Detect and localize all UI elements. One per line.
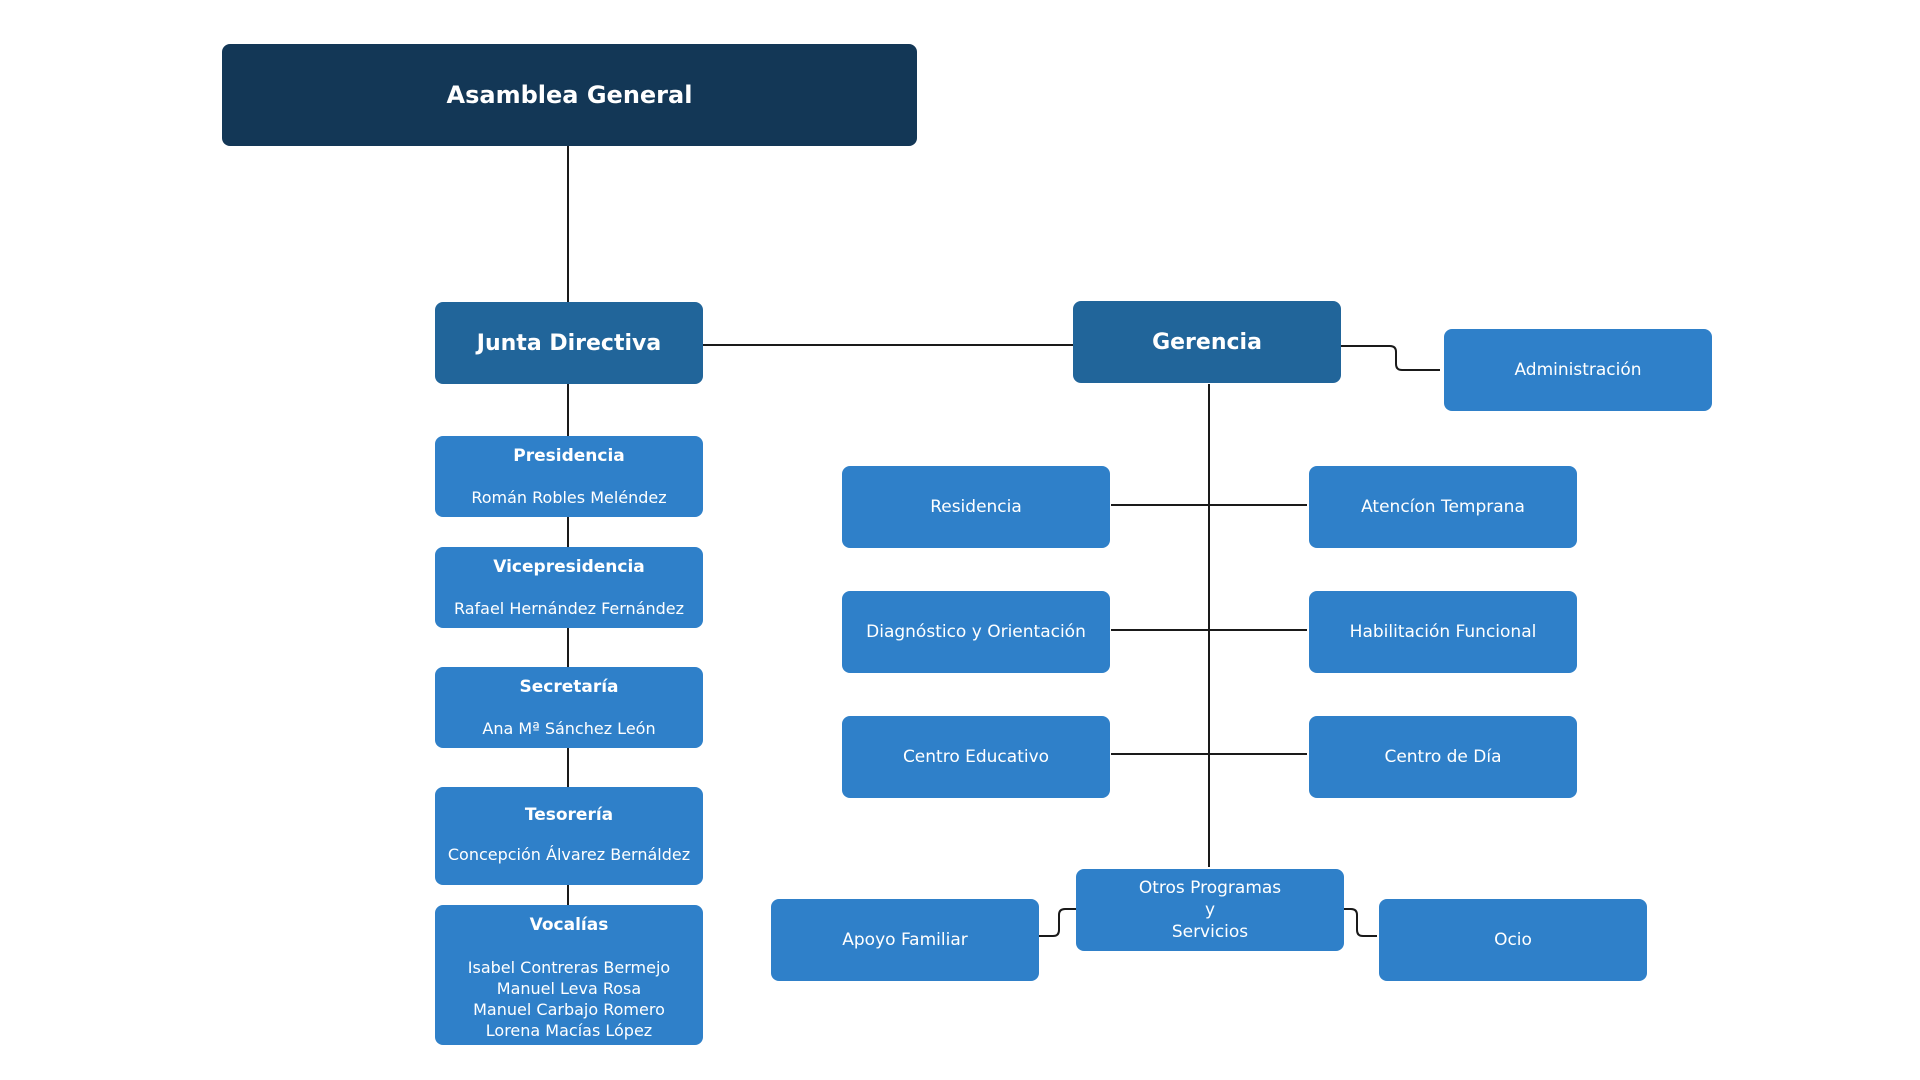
junta-directiva-title: Junta Directiva — [476, 330, 662, 356]
secretaria-name: Ana Mª Sánchez León — [482, 719, 656, 738]
presidencia-box: Presidencia Román Robles Meléndez — [435, 436, 703, 517]
administracion-label: Administración — [1514, 360, 1642, 380]
habilitacion-box: Habilitación Funcional — [1309, 591, 1577, 673]
diagnostico-box: Diagnóstico y Orientación — [842, 591, 1110, 673]
administracion-box: Administración — [1444, 329, 1712, 411]
vocal-name: Manuel Carbajo Romero — [473, 1000, 665, 1019]
connector-otros-apoyo — [1037, 908, 1077, 937]
atencion-temprana-box: Atencíon Temprana — [1309, 466, 1577, 548]
tesoreria-name: Concepción Álvarez Bernáldez — [447, 845, 691, 864]
tesoreria-role: Tesorería — [524, 805, 614, 825]
centro-educativo-box: Centro Educativo — [842, 716, 1110, 798]
centro-dia-box: Centro de Día — [1309, 716, 1577, 798]
centro-educativo-label: Centro Educativo — [902, 747, 1050, 767]
presidencia-name: Román Robles Meléndez — [471, 488, 667, 507]
otros-programas-label: Otros Programas y Servicios — [1139, 877, 1281, 943]
otros-programas-box: Otros Programas y Servicios — [1076, 869, 1344, 951]
gerencia-title: Gerencia — [1152, 329, 1262, 355]
vicepresidencia-role: Vicepresidencia — [493, 557, 645, 577]
asamblea-general-box: Asamblea General — [222, 44, 917, 146]
centro-dia-label: Centro de Día — [1384, 747, 1502, 767]
otros-line: Servicios — [1171, 922, 1249, 942]
vicepresidencia-name: Rafael Hernández Fernández — [453, 599, 685, 618]
secretaria-box: Secretaría Ana Mª Sánchez León — [435, 667, 703, 748]
secretaria-role: Secretaría — [519, 677, 619, 697]
vocalias-role: Vocalías — [529, 915, 609, 935]
habilitacion-label: Habilitación Funcional — [1349, 622, 1537, 642]
vocal-name: Lorena Macías López — [485, 1021, 653, 1040]
apoyo-familiar-box: Apoyo Familiar — [771, 899, 1039, 981]
presidencia-role: Presidencia — [513, 446, 625, 466]
connector-otros-ocio — [1341, 908, 1377, 937]
ocio-box: Ocio — [1379, 899, 1647, 981]
residencia-label: Residencia — [930, 497, 1022, 517]
connector-gerencia-administracion — [1340, 345, 1440, 371]
ocio-label: Ocio — [1494, 930, 1532, 950]
vocalias-box: Vocalías Isabel Contreras Bermejo Manuel… — [435, 905, 703, 1045]
residencia-box: Residencia — [842, 466, 1110, 548]
vocal-name: Manuel Leva Rosa — [496, 979, 642, 998]
diagnostico-label: Diagnóstico y Orientación — [866, 622, 1086, 642]
vocalias-names: Isabel Contreras Bermejo Manuel Leva Ros… — [468, 957, 670, 1041]
apoyo-familiar-label: Apoyo Familiar — [842, 930, 968, 950]
gerencia-box: Gerencia — [1073, 301, 1341, 383]
junta-directiva-box: Junta Directiva — [435, 302, 703, 384]
asamblea-general-title: Asamblea General — [446, 81, 693, 109]
otros-line: y — [1204, 900, 1216, 920]
vicepresidencia-box: Vicepresidencia Rafael Hernández Fernánd… — [435, 547, 703, 628]
tesoreria-box: Tesorería Concepción Álvarez Bernáldez — [435, 787, 703, 885]
atencion-temprana-label: Atencíon Temprana — [1361, 497, 1525, 517]
vocal-name: Isabel Contreras Bermejo — [467, 958, 671, 977]
otros-line: Otros Programas — [1138, 878, 1282, 898]
